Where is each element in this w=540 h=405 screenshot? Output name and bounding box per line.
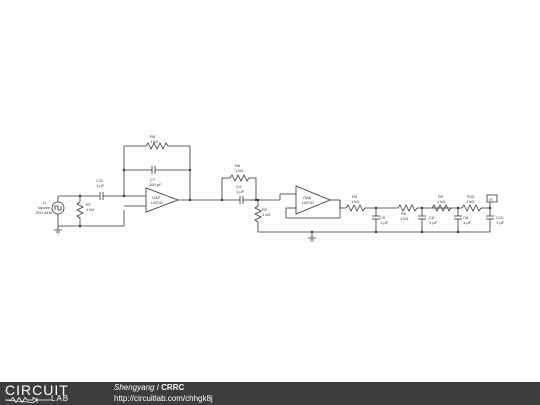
label-oa6-name: OA6 xyxy=(303,195,312,200)
label-r4-name: R4 xyxy=(352,194,358,199)
circuit-attribution: Shengyang / CRRC xyxy=(114,383,184,392)
label-c11-value: 1 µF xyxy=(96,183,105,188)
circuit-url-link[interactable]: http://circuitlab.com/chhgk8j xyxy=(114,394,213,403)
label-r5-value: 1 kΩ xyxy=(400,216,408,221)
circuit-title[interactable]: CRRC xyxy=(161,383,185,392)
footer-bar: CIRCUIT LAB Shengyang / CRRC http://circ… xyxy=(0,382,540,405)
label-i1-name: I1 xyxy=(43,200,47,205)
author-name[interactable]: Shengyang xyxy=(114,383,155,392)
label-r8-value: 1 kΩ xyxy=(150,139,158,144)
logo-text-bottom: LAB xyxy=(51,394,70,403)
probe-label: a1 xyxy=(489,198,493,202)
circuitlab-logo[interactable]: CIRCUIT LAB xyxy=(3,382,103,404)
label-c10-name: C10 xyxy=(496,215,504,220)
label-c7-name: C7 xyxy=(150,177,156,182)
schematic-canvas: I1 square 200 mHz C11 1 µF R7 1 kΩ R8 1 … xyxy=(36,134,505,243)
label-c6-value: 1 µF xyxy=(429,220,438,225)
label-r2-value: 1 kΩ xyxy=(262,212,270,217)
label-c11-name: C11 xyxy=(96,178,104,183)
label-oa2-part: LM741 xyxy=(151,200,164,205)
label-c6-name: C6 xyxy=(429,215,435,220)
label-c10-value: 1 µF xyxy=(496,220,505,225)
label-r6-value: 1 kΩ xyxy=(235,168,243,173)
label-r2-name: R2 xyxy=(262,207,268,212)
label-i1-freq: 200 mHz xyxy=(36,210,52,215)
label-r10-name: R10 xyxy=(467,194,475,199)
label-r7-value: 1 kΩ xyxy=(86,207,94,212)
label-i1-type: square xyxy=(38,205,51,210)
logo-text-top: CIRCUIT xyxy=(5,382,69,398)
label-c4-value: 1 µF xyxy=(236,189,245,194)
label-r10-value: 1 kΩ xyxy=(466,199,474,204)
label-r8-name: R8 xyxy=(150,134,156,139)
label-r9-value: 1 kΩ xyxy=(437,199,445,204)
label-c7-value: 200 µF xyxy=(149,182,162,187)
attribution-separator: / xyxy=(154,383,162,392)
label-r5-name: R5 xyxy=(401,211,407,216)
label-c4-name: C4 xyxy=(236,184,242,189)
logo-resistor-icon xyxy=(5,397,51,403)
label-c5-value: 1 µF xyxy=(380,220,389,225)
label-r6-name: R6 xyxy=(235,163,241,168)
label-r9-name: R9 xyxy=(438,194,444,199)
label-r7-name: R7 xyxy=(86,202,92,207)
label-c8-value: 1 µF xyxy=(463,220,472,225)
label-oa6-part: LM741 xyxy=(302,200,315,205)
circuit-diagram: I1 square 200 mHz C11 1 µF R7 1 kΩ R8 1 … xyxy=(36,134,505,243)
label-c8-name: C8 xyxy=(463,215,469,220)
label-r4-value: 1 kΩ xyxy=(351,199,359,204)
label-oa2-name: OA2 xyxy=(152,195,161,200)
label-c5-name: C5 xyxy=(380,215,386,220)
